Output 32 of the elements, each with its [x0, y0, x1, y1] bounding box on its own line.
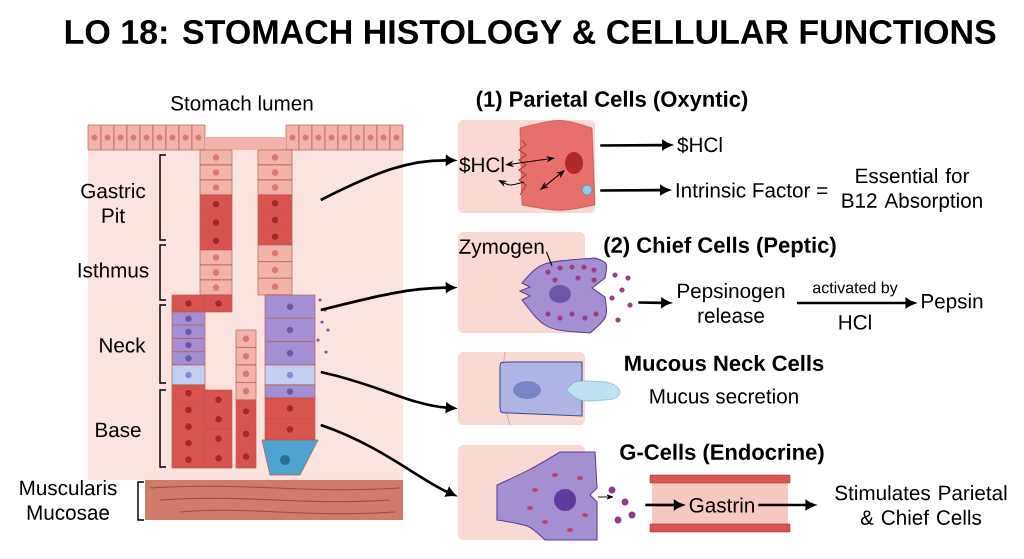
arrow [320, 155, 456, 202]
region-label: Gastric Pit [81, 183, 146, 223]
result-text: Intrinsic Factor = [676, 182, 828, 198]
title: LO 18: STOMACH HISTOLOGY & CELLULAR FUNCTIONS [65, 19, 996, 45]
arrow [320, 370, 456, 413]
arrow [320, 423, 456, 497]
region-label: Base [96, 422, 141, 438]
region-label: Muscularis Mucosae [20, 480, 117, 520]
product-text: Pepsin [922, 293, 983, 313]
hormone-label: Gastrin [689, 497, 754, 513]
region-label: Stomach lumen [171, 95, 313, 111]
arrow [600, 185, 670, 195]
secretion-label: Mucus secretion [650, 388, 798, 404]
arrow [758, 500, 815, 510]
secretion-label: $HCl [677, 136, 722, 154]
arrow [320, 282, 456, 312]
panel-heading: (1) Parietal Cells (Oxyntic) [476, 90, 748, 112]
product-text: Pepsinogen release [678, 283, 785, 323]
region-label: Isthmus [78, 262, 149, 278]
result-text: Essential for B12 Absorption [842, 168, 982, 212]
arrow [600, 140, 672, 150]
condition-label: HCl [839, 314, 871, 330]
panel-heading: (2) Chief Cells (Peptic) [604, 236, 836, 258]
secretion-label: $HCl [459, 156, 504, 174]
region-label: Neck [100, 337, 146, 353]
arrow [645, 500, 684, 510]
arrow [796, 298, 915, 308]
panel-heading: Mucous Neck Cells [625, 354, 824, 372]
panel-heading: G-Cells (Endocrine) [620, 443, 824, 465]
arrow [638, 298, 671, 308]
result-text: Stimulates Parietal & Chief Cells [835, 485, 1007, 525]
edge-label: activated by [811, 280, 900, 298]
